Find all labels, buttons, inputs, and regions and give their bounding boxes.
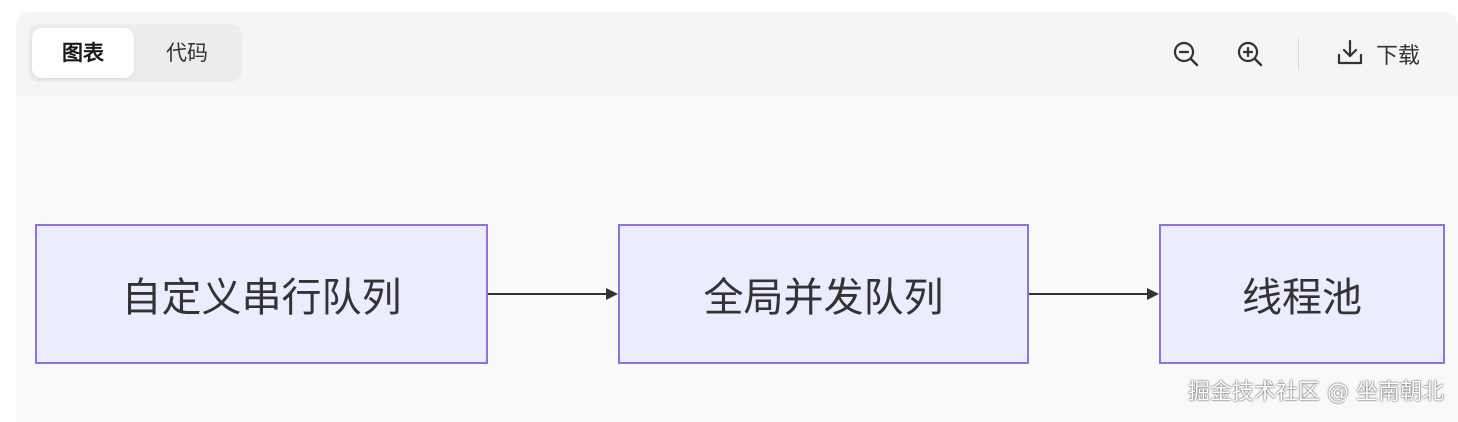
view-tabs: 图表 代码 bbox=[28, 24, 242, 82]
node-global-concurrent-queue[interactable]: 全局并发队列 bbox=[618, 224, 1029, 364]
tab-chart[interactable]: 图表 bbox=[32, 28, 134, 78]
download-button[interactable]: 下载 bbox=[1334, 36, 1420, 72]
zoom-out-icon bbox=[1168, 36, 1204, 72]
node-custom-serial-queue[interactable]: 自定义串行队列 bbox=[35, 224, 488, 364]
download-label: 下载 bbox=[1376, 44, 1421, 69]
zoom-in-icon bbox=[1232, 36, 1268, 72]
node-thread-pool[interactable]: 线程池 bbox=[1159, 224, 1445, 364]
flowchart-edges bbox=[488, 288, 1159, 300]
zoom-in-button[interactable] bbox=[1232, 36, 1268, 72]
toolbar: 图表 代码 bbox=[16, 12, 1458, 96]
zoom-out-button[interactable] bbox=[1168, 36, 1204, 72]
flowchart: 自定义串行队列 全局并发队列 线程池 掘金技术社区 @ 坐南朝北 bbox=[16, 96, 1458, 422]
diagram-viewer: 图表 代码 bbox=[16, 12, 1458, 422]
tab-code[interactable]: 代码 bbox=[166, 41, 208, 65]
watermark: 掘金技术社区 @ 坐南朝北 bbox=[1188, 380, 1444, 405]
download-icon bbox=[1334, 36, 1366, 72]
toolbar-divider bbox=[1298, 38, 1299, 70]
